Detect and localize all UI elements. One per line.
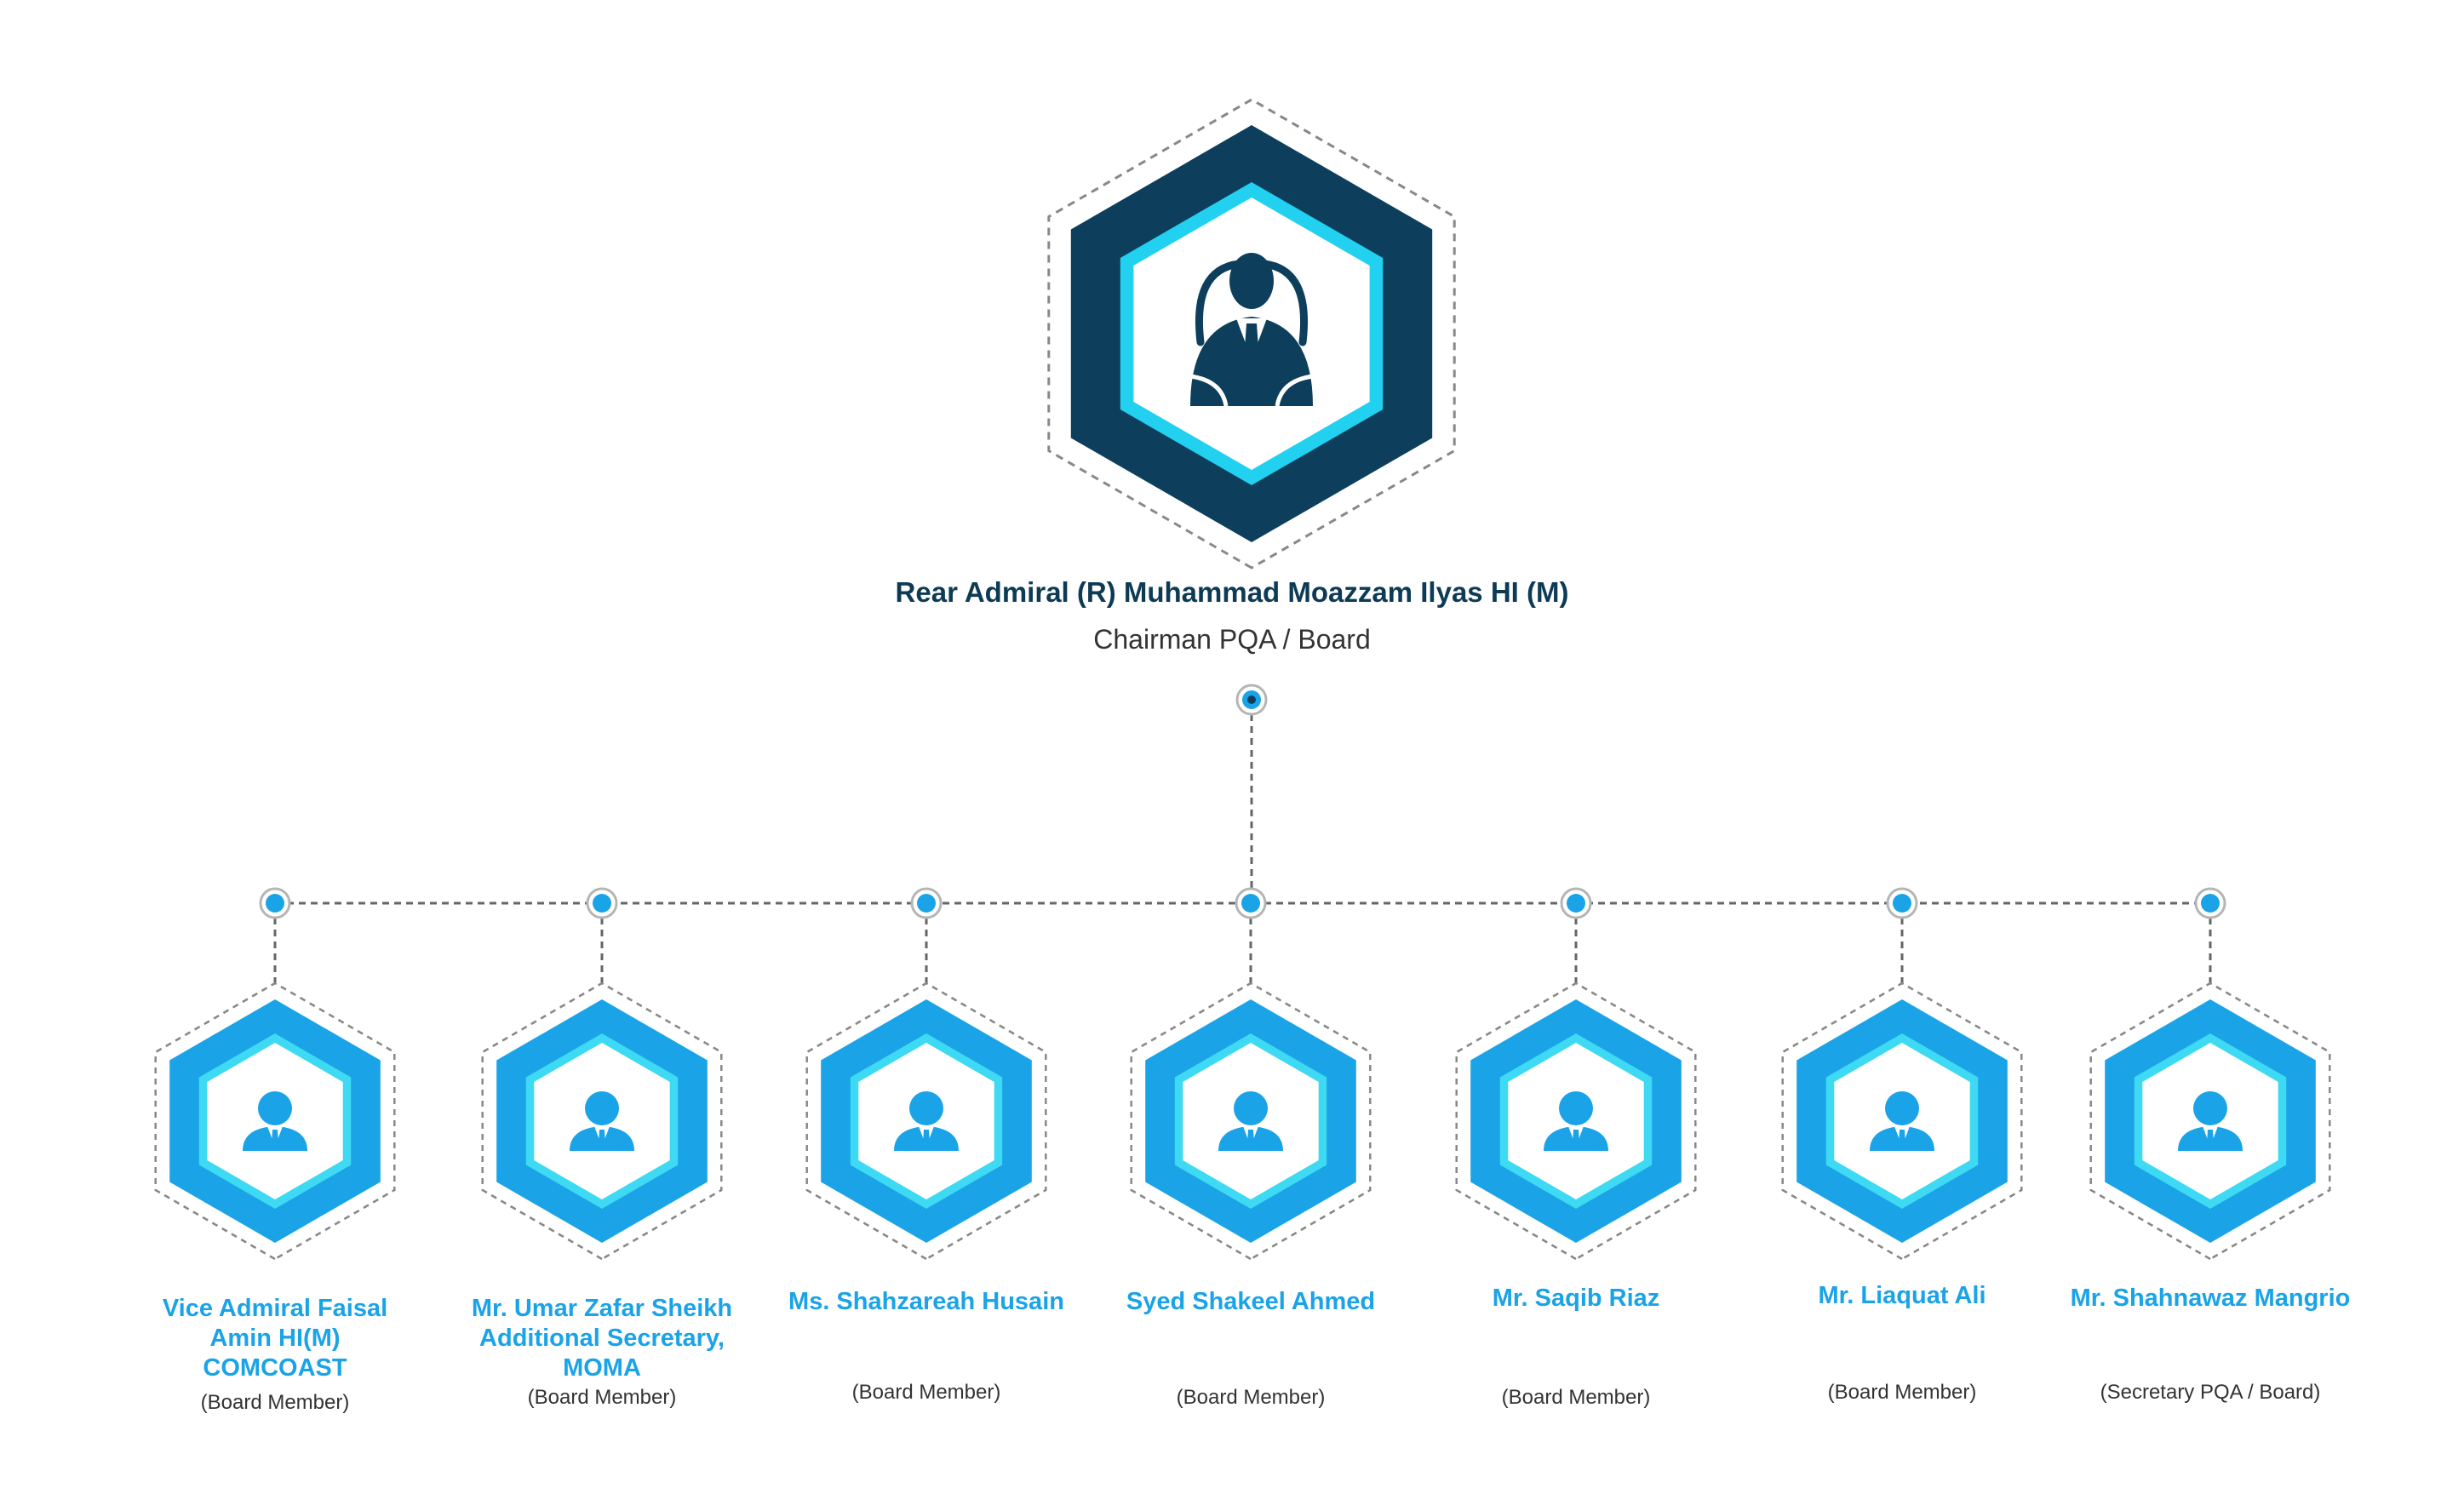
- person-icon: [894, 1091, 959, 1151]
- member-connector-dot: [2194, 887, 2226, 919]
- chairman-role: Chairman PQA / Board: [1093, 624, 1371, 655]
- person-icon: [1544, 1091, 1608, 1151]
- person-icon: [243, 1091, 307, 1151]
- member-role: (Board Member): [527, 1386, 677, 1409]
- member-name-line: Amin HI(M): [209, 1325, 341, 1352]
- person-icon: [1218, 1091, 1283, 1151]
- member-role: (Board Member): [1827, 1381, 1977, 1404]
- person-icon: [2178, 1091, 2243, 1151]
- member-name: Mr. Saqib Riaz: [1406, 1284, 1746, 1313]
- member-node: [1130, 982, 1372, 1261]
- member-connector-dot: [910, 887, 943, 919]
- member-node: [1781, 982, 2023, 1261]
- member-name-line: Syed Shakeel Ahmed: [1126, 1288, 1376, 1315]
- member-role: (Board Member): [851, 1381, 1001, 1404]
- member-dashed-outline: [1130, 982, 1372, 1261]
- member-connector-dot: [1235, 887, 1267, 919]
- member-dashed-outline: [1781, 982, 2023, 1261]
- chairman-connector-dot: [1235, 684, 1268, 716]
- member-name-line: COMCOAST: [203, 1354, 347, 1382]
- member-connector-dot: [586, 887, 618, 919]
- member-name-line: Mr. Shahnawaz Mangrio: [2070, 1285, 2351, 1312]
- member-name-line: Vice Admiral Faisal: [162, 1295, 388, 1322]
- businessman-icon: [1189, 253, 1314, 407]
- member-node: [154, 982, 396, 1261]
- member-connector-dot: [1560, 887, 1592, 919]
- connector-dots: [259, 684, 2226, 919]
- member-name: Mr. Liaquat Ali: [1732, 1281, 2072, 1311]
- member-role: (Board Member): [1501, 1386, 1651, 1409]
- member-dashed-outline: [2089, 982, 2331, 1261]
- member-role: (Board Member): [200, 1391, 350, 1414]
- member-dashed-outline: [154, 982, 396, 1261]
- chairman-name: Rear Admiral (R) Muhammad Moazzam Ilyas …: [895, 576, 1569, 608]
- person-icon: [570, 1091, 634, 1151]
- member-name-line: Mr. Liaquat Ali: [1818, 1282, 1986, 1309]
- member-name-line: Additional Secretary,: [479, 1325, 725, 1352]
- hexagon-nodes: [154, 98, 2331, 1261]
- member-name-line: Mr. Saqib Riaz: [1492, 1285, 1660, 1312]
- chairman-dashed-outline: [1047, 98, 1456, 569]
- member-name: Ms. Shahzareah Husain: [756, 1287, 1097, 1317]
- member-dashed-outline: [481, 982, 723, 1261]
- member-node: [2089, 982, 2331, 1261]
- member-role: (Board Member): [1176, 1386, 1326, 1409]
- chairman-node: [1047, 98, 1456, 569]
- person-icon: [1870, 1091, 1934, 1151]
- member-connector-dot: [259, 887, 291, 919]
- member-name: Mr. Shahnawaz Mangrio: [2040, 1284, 2381, 1313]
- member-name-line: MOMA: [563, 1354, 641, 1382]
- member-node: [805, 982, 1047, 1261]
- connector-lines: [273, 714, 2212, 989]
- member-name-line: Ms. Shahzareah Husain: [788, 1288, 1064, 1315]
- member-connector-dot: [1886, 887, 1918, 919]
- member-node: [1455, 982, 1697, 1261]
- member-name: Syed Shakeel Ahmed: [1080, 1287, 1421, 1317]
- member-dashed-outline: [1455, 982, 1697, 1261]
- member-role: (Secretary PQA / Board): [2100, 1381, 2321, 1404]
- member-node: [481, 982, 723, 1261]
- member-name-line: Mr. Umar Zafar Sheikh: [471, 1295, 733, 1322]
- member-dashed-outline: [805, 982, 1047, 1261]
